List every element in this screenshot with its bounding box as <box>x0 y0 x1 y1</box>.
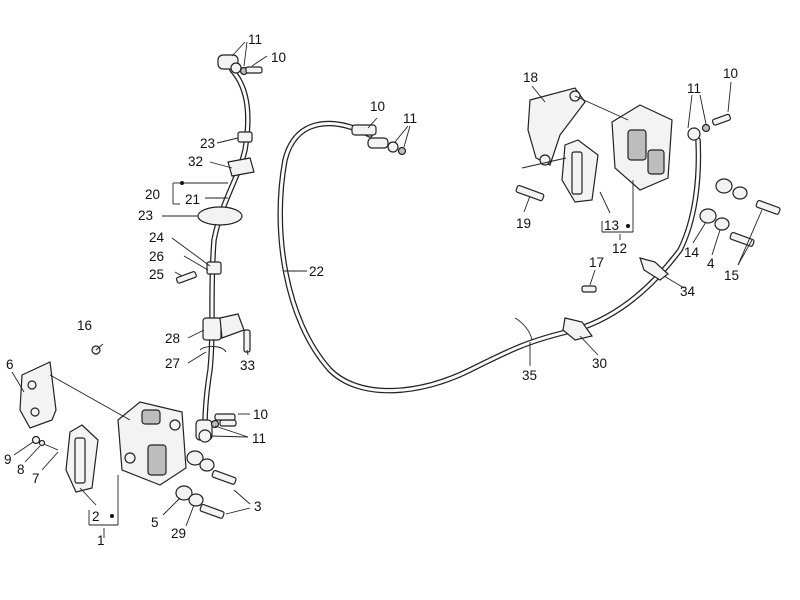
callout-28: 28 <box>165 331 180 346</box>
callout-22: 22 <box>309 264 324 279</box>
callout-3: 3 <box>254 499 262 514</box>
hose-clip-30 <box>562 317 594 341</box>
bolts-3 <box>199 469 237 519</box>
clip-27 <box>199 346 227 353</box>
banjo-fitting-top-middle <box>351 124 407 156</box>
leader-lines <box>11 41 763 538</box>
banjo-fitting-top-left <box>217 54 263 76</box>
hose-clip-35 <box>514 317 533 341</box>
callout-12: 12 <box>612 241 627 256</box>
callout-11-top-left: 11 <box>248 32 262 47</box>
callout-23-top: 23 <box>200 136 215 151</box>
bolt-33 <box>243 329 251 353</box>
callout-2: 2 <box>92 509 100 524</box>
callout-10-top-middle: 10 <box>370 99 385 114</box>
bolt-10-lower <box>214 413 236 421</box>
grommet-28 <box>202 317 222 341</box>
hose-guide-32 <box>227 157 255 177</box>
banjo-fitting-lower-left <box>195 419 237 443</box>
callout-21: 21 <box>185 192 200 207</box>
brake-hose-22 <box>277 120 702 394</box>
callout-34: 34 <box>680 284 696 299</box>
callout-labels: 1 2 3 4 5 6 7 8 9 10 10 10 10 11 11 11 1… <box>4 32 739 548</box>
left-caliper-assembly <box>19 361 187 493</box>
bolt-25 <box>175 271 197 284</box>
caliper-bracket-6 <box>19 361 57 429</box>
callout-13: 13 <box>604 218 619 233</box>
callout-26: 26 <box>149 249 164 264</box>
callout-1: 1 <box>97 533 105 548</box>
banjo-fitting-top-right <box>687 113 732 141</box>
brake-hose-left-vertical <box>202 67 251 428</box>
callout-16: 16 <box>77 318 92 333</box>
bolt-17 <box>581 285 597 293</box>
group-dot-2 <box>110 514 114 518</box>
callout-23-lower: 23 <box>138 208 153 223</box>
bolt-16 <box>91 343 104 355</box>
callout-11-top-middle: 11 <box>403 111 417 126</box>
hose-clamp-24 <box>206 261 222 275</box>
cable-tie-23 <box>197 206 243 226</box>
callout-20: 20 <box>145 187 160 202</box>
bracket-33-plate <box>219 313 245 339</box>
callout-27: 27 <box>165 356 180 371</box>
hose-clip-34 <box>639 257 669 281</box>
bolt-19 <box>515 184 545 202</box>
callout-6: 6 <box>6 357 14 372</box>
callout-10-top-left: 10 <box>271 50 286 65</box>
callout-15: 15 <box>724 268 739 283</box>
callout-11-top-right: 11 <box>687 81 701 96</box>
callout-29: 29 <box>171 526 186 541</box>
callout-25: 25 <box>149 267 164 282</box>
callout-10-top-right: 10 <box>723 66 738 81</box>
callout-11-lower: 11 <box>252 431 266 446</box>
right-caliper-assembly <box>527 87 673 203</box>
washers-5-29 <box>175 450 215 507</box>
callout-33: 33 <box>240 358 255 373</box>
callout-30: 30 <box>592 356 607 371</box>
bolts-15 <box>729 199 781 247</box>
callout-4: 4 <box>707 256 715 271</box>
screw-washer-7-8-9 <box>31 435 59 451</box>
callout-5: 5 <box>151 515 159 530</box>
callout-24: 24 <box>149 230 165 245</box>
callout-17: 17 <box>589 255 604 270</box>
group-dot-20 <box>180 181 184 185</box>
callout-10-lower: 10 <box>253 407 268 422</box>
callout-32: 32 <box>188 154 203 169</box>
group-dot-13 <box>626 224 630 228</box>
caliper-bracket-18 <box>527 87 586 166</box>
callout-19: 19 <box>516 216 531 231</box>
callout-7: 7 <box>32 471 40 486</box>
hose-clamp-23-top <box>237 131 253 143</box>
washers-14-4 <box>699 178 748 231</box>
callout-35: 35 <box>522 368 537 383</box>
caliper-body-1 <box>117 401 187 486</box>
callout-14: 14 <box>684 245 700 260</box>
callout-9: 9 <box>4 452 12 467</box>
callout-18: 18 <box>523 70 538 85</box>
callout-8: 8 <box>17 462 25 477</box>
